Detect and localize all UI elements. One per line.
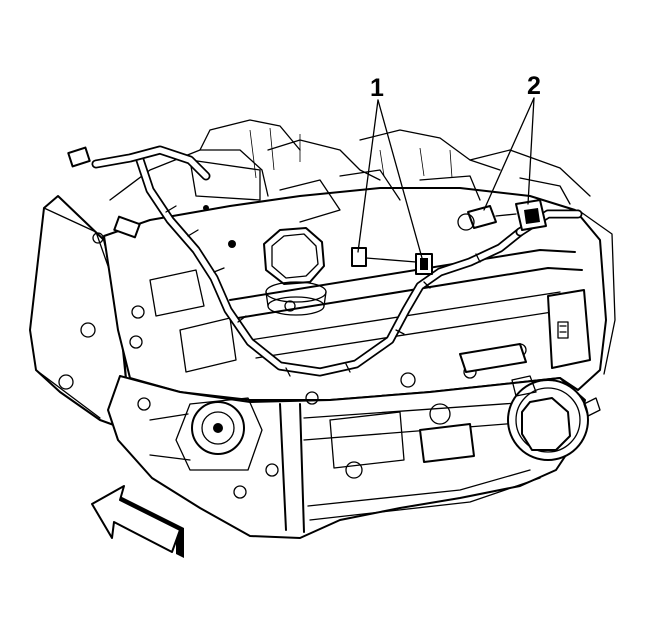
speed-sensor-connectors: [457, 199, 547, 231]
callout-1-label: 1: [370, 74, 384, 102]
callout-leaders: [357, 97, 535, 259]
end-cover: [507, 375, 601, 461]
fill-cap: [263, 227, 327, 316]
wiring-harness: [67, 145, 583, 377]
callout-2-label: 2: [527, 72, 541, 100]
transmission-housing: [29, 187, 616, 539]
front-direction-arrow-icon: [91, 485, 184, 558]
